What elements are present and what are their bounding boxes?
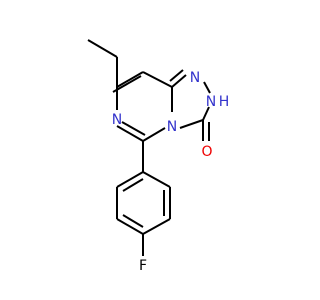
- bond-ph6-ph1-double: [122, 178, 144, 192]
- molecule-diagram: N N H N N O F: [87, 39, 230, 274]
- bond-c7-c8: [116, 71, 144, 88]
- atom-f: F: [139, 258, 147, 274]
- bond-ph6-ph1: [116, 171, 144, 188]
- bond-ph4-ph5: [116, 218, 144, 235]
- bond-c8a-n1-double: [169, 69, 184, 82]
- bond-ph3-ph4: [142, 218, 171, 235]
- atom-n2: N: [206, 94, 216, 110]
- bond-ethyl-ch3: [87, 39, 118, 58]
- atom-n2-h: H: [219, 94, 230, 110]
- bond-c5-n4: [142, 127, 166, 142]
- atom-n4: N: [167, 119, 177, 135]
- bond-n1-n2: [203, 81, 211, 94]
- atom-o: O: [201, 144, 212, 160]
- bond-c8-c8a: [142, 71, 173, 88]
- atom-n1: N: [190, 70, 200, 86]
- bond-ph1-ph2: [142, 171, 171, 188]
- bond-c8a-n1: [171, 74, 187, 88]
- structure-svg: N N H N N O F: [87, 39, 230, 274]
- bond-ph4-ph5-double: [122, 214, 144, 228]
- bond-n2-c3: [202, 106, 210, 121]
- atom-n6: N: [112, 112, 122, 128]
- bond-n4-c3: [179, 119, 204, 129]
- bond-n6-c5: [116, 125, 144, 142]
- bond-n6-c5-double: [121, 121, 146, 136]
